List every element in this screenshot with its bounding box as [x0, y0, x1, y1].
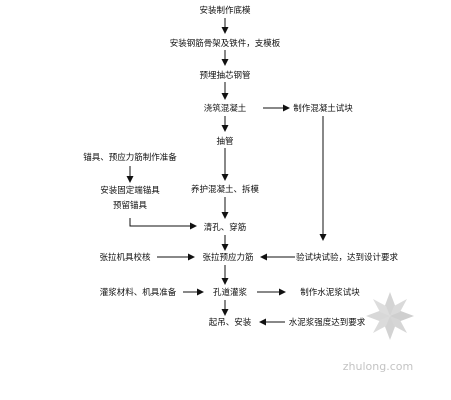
node-n14: 灌浆材料、机具准备 — [100, 287, 177, 298]
node-n1: 安装制作底模 — [199, 5, 251, 16]
node-n16: 制作水泥浆试块 — [300, 287, 360, 298]
flow-edges — [126, 18, 327, 326]
node-n17: 起吊、安装 — [209, 317, 252, 328]
zhulong-logo-icon — [366, 292, 414, 340]
node-n9a: 安装固定端锚具 — [100, 185, 160, 196]
node-n15: 孔道灌浆 — [213, 287, 248, 298]
watermark: zhulong.com — [343, 292, 414, 373]
node-n8: 养护混凝土、拆模 — [191, 184, 260, 195]
node-n5: 制作混凝土试块 — [293, 103, 353, 114]
node-n4: 浇筑混凝土 — [204, 103, 247, 114]
node-n11: 张拉机具校核 — [99, 252, 151, 263]
node-n9b: 预留锚具 — [113, 200, 148, 211]
watermark-text: zhulong.com — [343, 360, 413, 373]
node-n7: 锚具、预应力筋制作准备 — [83, 152, 177, 163]
node-n3: 预埋抽芯钢管 — [199, 70, 250, 81]
flow-nodes: 安装制作底模 安装钢筋骨架及铁件，支模板 预埋抽芯钢管 浇筑混凝土 制作混凝土试… — [83, 5, 398, 328]
node-n18: 水泥浆强度达到要求 — [289, 317, 366, 328]
node-n6: 抽管 — [216, 136, 233, 147]
node-n12: 张拉预应力筋 — [202, 252, 253, 263]
edge-n9-n10 — [129, 218, 197, 230]
node-n2: 安装钢筋骨架及铁件，支模板 — [170, 38, 281, 49]
node-n13: 验试块试验，达到设计要求 — [296, 252, 399, 263]
node-n10: 清孔、穿筋 — [204, 222, 247, 233]
